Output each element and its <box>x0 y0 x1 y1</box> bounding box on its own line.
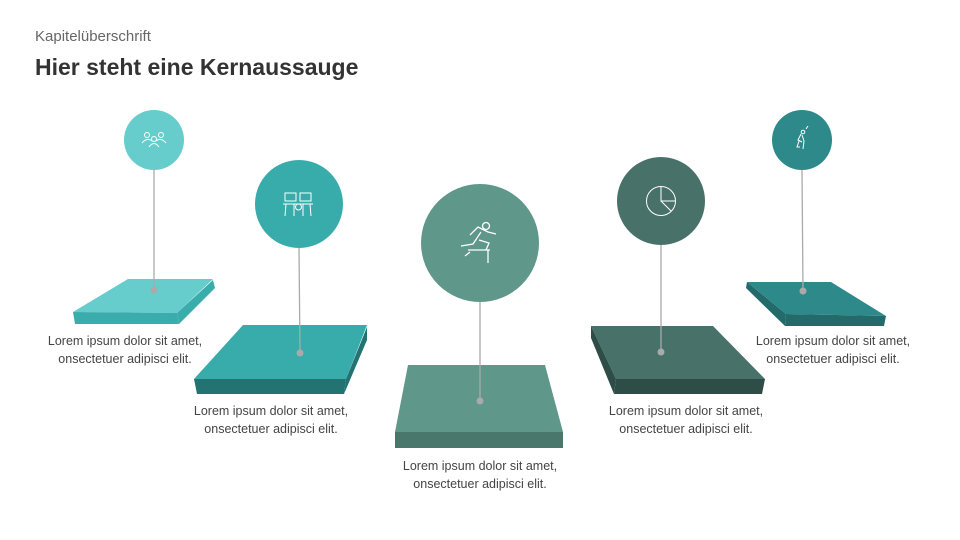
connector-dot <box>296 349 304 357</box>
step-4: Lorem ipsum dolor sit amet, onsectetuer … <box>591 157 765 436</box>
hurdle-runner-icon <box>460 221 497 263</box>
caption-line1: Lorem ipsum dolor sit amet, <box>756 334 910 348</box>
platform-front <box>785 314 886 326</box>
caption-line2: onsectetuer adipisci elit. <box>58 352 191 366</box>
chapter-heading: Kapitelüberschrift <box>35 28 151 45</box>
platform-front <box>194 379 346 394</box>
step-2: Lorem ipsum dolor sit amet, onsectetuer … <box>194 160 367 436</box>
pie-chart-icon <box>646 186 676 216</box>
people-group-icon <box>141 132 167 148</box>
platform-side <box>591 326 616 394</box>
caption-line2: onsectetuer adipisci elit. <box>413 477 546 491</box>
platform-top <box>73 279 213 313</box>
connector-dot <box>799 287 807 295</box>
icon-circle <box>421 184 539 302</box>
step-5: Lorem ipsum dolor sit amet, onsectetuer … <box>746 110 910 366</box>
page-title: Hier steht eine Kernaussauge <box>35 54 359 80</box>
platform-side <box>177 280 215 324</box>
icon-circle <box>124 110 184 170</box>
platform-front <box>73 312 179 324</box>
connector-dot <box>657 348 665 356</box>
caption-line1: Lorem ipsum dolor sit amet, <box>48 334 202 348</box>
connector-dot <box>476 397 484 405</box>
connector-dot <box>150 286 158 294</box>
caption-line2: onsectetuer adipisci elit. <box>766 352 899 366</box>
workstations-icon <box>283 192 313 217</box>
platform-top <box>194 325 367 379</box>
platform-side <box>344 327 367 394</box>
athlete-icon <box>796 125 809 150</box>
platform-top <box>747 282 886 316</box>
platform-side <box>746 282 786 326</box>
step-3: Lorem ipsum dolor sit amet, onsectetuer … <box>395 184 563 491</box>
connector-line <box>298 247 301 354</box>
caption-line1: Lorem ipsum dolor sit amet, <box>403 459 557 473</box>
caption-line2: onsectetuer adipisci elit. <box>619 422 752 436</box>
caption-line2: onsectetuer adipisci elit. <box>204 422 337 436</box>
caption-line1: Lorem ipsum dolor sit amet, <box>609 404 763 418</box>
platform-top <box>591 326 765 379</box>
connector-line <box>801 169 804 292</box>
caption-line1: Lorem ipsum dolor sit amet, <box>194 404 348 418</box>
platform-front <box>614 379 765 394</box>
icon-circle <box>772 110 832 170</box>
step-1: Lorem ipsum dolor sit amet, onsectetuer … <box>48 110 215 366</box>
platform-front <box>395 432 563 448</box>
